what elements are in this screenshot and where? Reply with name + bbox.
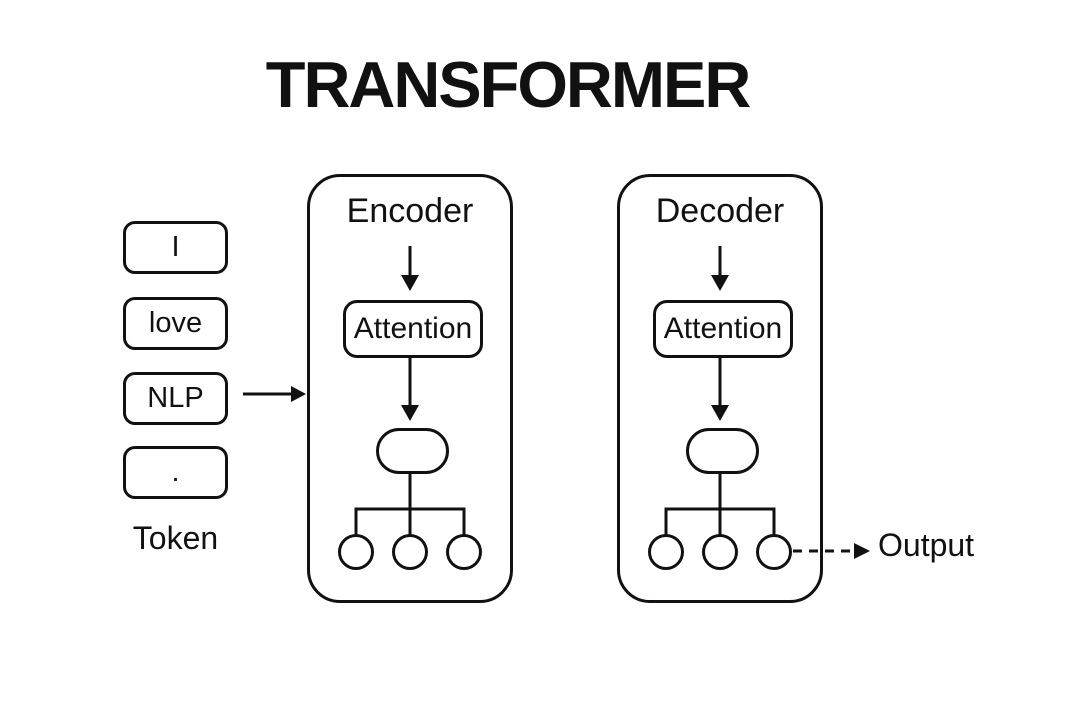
token-box-2: love: [123, 297, 228, 350]
token-box-1: I: [123, 221, 228, 274]
token-column-caption: Token: [132, 520, 219, 556]
decoder-to-output-dashed-arrow: [793, 543, 870, 559]
encoder-panel: Encoder Attention: [307, 174, 513, 603]
token-box-4: .: [123, 446, 228, 499]
encoder-output-node-1: [338, 534, 374, 570]
encoder-attention-label: Attention: [353, 312, 473, 345]
decoder-title: Decoder: [655, 192, 785, 230]
token-text: I: [171, 231, 180, 263]
token-box-3: NLP: [123, 372, 228, 425]
decoder-output-node-1: [648, 534, 684, 570]
decoder-output-node-3: [756, 534, 792, 570]
diagram-title: TRANSFORMER: [265, 48, 752, 121]
encoder-output-node-2: [392, 534, 428, 570]
token-text: .: [171, 456, 180, 488]
decoder-panel: Decoder Attention: [617, 174, 823, 603]
decoder-output-node-2: [702, 534, 738, 570]
output-label: Output: [878, 527, 975, 563]
encoder-input-arrow-head: [401, 275, 419, 291]
decoder-flow-lines: [648, 246, 792, 570]
encoder-title: Encoder: [346, 192, 474, 230]
encoder-attention-box: Attention: [343, 300, 483, 358]
decoder-attention-label: Attention: [663, 312, 783, 345]
encoder-flow-lines: [338, 246, 482, 570]
encoder-output-node-3: [446, 534, 482, 570]
decoder-attention-box: Attention: [653, 300, 793, 358]
decoder-input-arrow-head: [711, 275, 729, 291]
token-text: NLP: [147, 382, 204, 414]
decoder-hidden-state-pill: [686, 428, 759, 474]
encoder-attention-arrow-head: [401, 405, 419, 421]
decoder-attention-arrow-head: [711, 405, 729, 421]
encoder-hidden-state-pill: [376, 428, 449, 474]
token-text: love: [148, 307, 203, 339]
nlp-to-encoder-arrow: [243, 386, 306, 402]
